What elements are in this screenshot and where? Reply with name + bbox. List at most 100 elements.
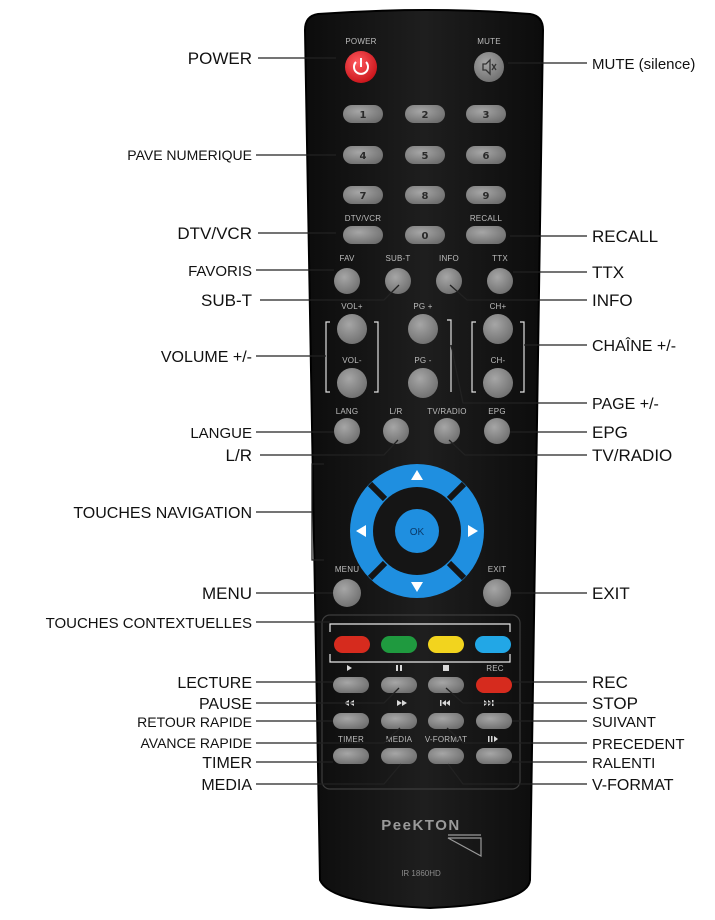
digit-0-button[interactable]: [405, 226, 445, 244]
digit-8-label: 8: [422, 191, 429, 202]
callout-mute: MUTE (silence): [592, 56, 695, 73]
digit-9-button[interactable]: [466, 186, 506, 204]
callout-tv-radio: TV/RADIO: [592, 446, 672, 465]
ch-plus-label: CH+: [490, 302, 507, 311]
model-label: IR 1860HD: [401, 869, 441, 878]
brand-logo-mark: [447, 834, 482, 858]
green-key[interactable]: [381, 636, 417, 653]
vol-minus-button[interactable]: [337, 368, 367, 398]
nav-left-icon[interactable]: [356, 525, 366, 537]
digit-7-label: 7: [360, 191, 367, 202]
tv-radio-label: TV/RADIO: [427, 407, 466, 416]
ok-label: OK: [410, 527, 425, 538]
exit-button[interactable]: [483, 579, 511, 607]
callout-dtv-vcr: DTV/VCR: [177, 224, 252, 243]
callout-volume: VOLUME +/-: [161, 349, 252, 366]
mute-button[interactable]: [474, 52, 504, 82]
play-button[interactable]: [333, 677, 369, 693]
menu-label: MENU: [335, 565, 359, 574]
v-format-button[interactable]: [428, 748, 464, 764]
nav-right-icon[interactable]: [468, 525, 478, 537]
next-button[interactable]: [476, 713, 512, 729]
callout-exit: EXIT: [592, 584, 630, 603]
digit-5-button[interactable]: [405, 146, 445, 164]
recall-button[interactable]: [466, 226, 506, 244]
callout-retour: RETOUR RAPIDE: [137, 714, 252, 730]
callout-media: MEDIA: [201, 777, 252, 794]
digit-9-label: 9: [483, 191, 490, 202]
lang-button[interactable]: [334, 418, 360, 444]
blue-key[interactable]: [475, 636, 511, 653]
ttx-button[interactable]: [487, 268, 513, 294]
info-button[interactable]: [436, 268, 462, 294]
nav-down-icon[interactable]: [411, 582, 423, 592]
callout-lecture: LECTURE: [177, 675, 252, 692]
navigation-pad: OK: [350, 464, 484, 598]
callout-suivant: SUIVANT: [592, 714, 656, 731]
previous-icon: [440, 700, 450, 706]
recall-label: RECALL: [470, 214, 503, 223]
menu-button[interactable]: [333, 579, 361, 607]
digit-3-button[interactable]: [466, 105, 506, 123]
dtv-vcr-button[interactable]: [343, 226, 383, 244]
digit-6-button[interactable]: [466, 146, 506, 164]
ch-minus-button[interactable]: [483, 368, 513, 398]
callout-favoris: FAVORIS: [188, 263, 252, 280]
vol-plus-label: VOL+: [341, 302, 363, 311]
digit-1-button[interactable]: [343, 105, 383, 123]
ok-button[interactable]: [395, 509, 439, 553]
timer-button[interactable]: [333, 748, 369, 764]
slow-motion-button[interactable]: [476, 748, 512, 764]
power-icon: [353, 58, 369, 75]
digit-6-label: 6: [483, 151, 490, 162]
digit-4-label: 4: [360, 151, 367, 162]
callout-page: PAGE +/-: [592, 396, 659, 413]
rec-label: REC: [486, 664, 504, 673]
sub-t-button[interactable]: [385, 268, 411, 294]
callout-langue: LANGUE: [190, 425, 252, 442]
previous-button[interactable]: [428, 713, 464, 729]
callout-lines: [256, 57, 587, 785]
pause-icon: [396, 665, 402, 671]
red-key[interactable]: [334, 636, 370, 653]
ch-plus-button[interactable]: [483, 314, 513, 344]
pg-minus-button[interactable]: [408, 368, 438, 398]
ttx-label: TTX: [492, 254, 508, 263]
callout-chaine: CHAÎNE +/-: [592, 336, 676, 355]
color-keys-bracket: [329, 623, 511, 663]
tv-radio-button[interactable]: [434, 418, 460, 444]
media-label: MEDIA: [386, 735, 413, 744]
callout-epg: EPG: [592, 423, 628, 442]
rewind-button[interactable]: [333, 713, 369, 729]
stop-button[interactable]: [428, 677, 464, 693]
yellow-key[interactable]: [428, 636, 464, 653]
digit-8-button[interactable]: [405, 186, 445, 204]
exit-label: EXIT: [488, 565, 507, 574]
epg-button[interactable]: [484, 418, 510, 444]
callout-precedent: PRECEDENT: [592, 736, 685, 753]
rec-button[interactable]: [476, 677, 512, 693]
fast-forward-button[interactable]: [381, 713, 417, 729]
digit-7-button[interactable]: [343, 186, 383, 204]
info-label: INFO: [439, 254, 459, 263]
lr-button[interactable]: [383, 418, 409, 444]
remote-body: [303, 9, 545, 910]
pg-plus-button[interactable]: [408, 314, 438, 344]
pause-button[interactable]: [381, 677, 417, 693]
vol-plus-button[interactable]: [337, 314, 367, 344]
fav-button[interactable]: [334, 268, 360, 294]
callout-pause: PAUSE: [199, 696, 252, 713]
nav-up-icon[interactable]: [411, 470, 423, 480]
digit-5-label: 5: [422, 151, 429, 162]
lr-label: L/R: [389, 407, 402, 416]
digit-4-button[interactable]: [343, 146, 383, 164]
timer-label: TIMER: [338, 735, 364, 744]
power-label: POWER: [345, 37, 376, 46]
callout-lr: L/R: [226, 446, 252, 465]
media-button[interactable]: [381, 748, 417, 764]
mute-label: MUTE: [477, 37, 500, 46]
play-icon: [347, 665, 352, 671]
digit-2-button[interactable]: [405, 105, 445, 123]
sub-t-label: SUB-T: [386, 254, 411, 263]
